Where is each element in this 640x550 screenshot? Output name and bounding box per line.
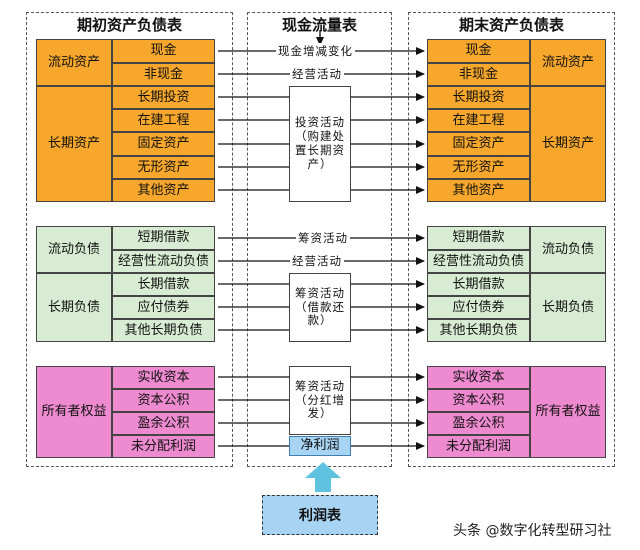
operating-activities-label: 经营活动 [290, 66, 344, 82]
opening-liability-bonds-payable: 应付债券 [112, 296, 215, 319]
closing-liability-bonds-payable: 应付债券 [427, 296, 530, 319]
closing-current-liabilities-group: 流动负债 [530, 226, 606, 273]
opening-asset-long-term-investment: 长期投资 [112, 86, 215, 109]
closing-equity-group: 所有者权益 [530, 366, 606, 458]
closing-liability-operating-current: 经营性流动负债 [427, 250, 530, 273]
opening-equity-retained-earnings: 未分配利润 [112, 435, 215, 458]
financing-operating-activities-label: 经营活动 [290, 253, 344, 269]
opening-longterm-liabilities-group: 长期负债 [36, 273, 112, 342]
income-statement-arrow [305, 462, 341, 492]
closing-balance-sheet-title: 期末资产负债表 [458, 16, 564, 34]
closing-asset-fixed-assets: 固定资产 [427, 132, 530, 156]
closing-asset-long-term-investment: 长期投资 [427, 86, 530, 109]
opening-equity-paid-in-capital: 实收资本 [112, 366, 215, 389]
opening-liability-operating-current: 经营性流动负债 [112, 250, 215, 273]
closing-equity-capital-reserve: 资本公积 [427, 389, 530, 412]
closing-balance-sheet-panel [408, 12, 615, 467]
cash-change-label: 现金增减变化 [276, 43, 355, 59]
investing-activities-box: 投资活动（购建处置长期资产） [289, 86, 351, 202]
opening-liability-short-term-loans: 短期借款 [112, 226, 215, 250]
opening-asset-other-assets: 其他资产 [112, 179, 215, 202]
closing-liability-long-term-loans: 长期借款 [427, 273, 530, 296]
closing-equity-paid-in-capital: 实收资本 [427, 366, 530, 389]
closing-liability-other-long-term: 其他长期负债 [427, 319, 530, 342]
net-profit-box: 净利润 [289, 436, 351, 456]
opening-asset-non-cash: 非现金 [112, 63, 215, 86]
financing-equity-activities-box: 筹资活动（分红增发） [289, 366, 351, 435]
opening-balance-sheet-title: 期初资产负债表 [76, 16, 182, 34]
closing-equity-surplus-reserve: 盈余公积 [427, 412, 530, 435]
closing-current-assets-group: 流动资产 [530, 39, 606, 86]
financing-activities-label: 筹资活动 [296, 230, 350, 246]
opening-longterm-assets-group: 长期资产 [36, 86, 112, 202]
opening-balance-sheet-panel [26, 12, 233, 467]
income-statement-box: 利润表 [262, 495, 378, 535]
closing-longterm-assets-group: 长期资产 [530, 86, 606, 202]
closing-asset-construction-in-progress: 在建工程 [427, 109, 530, 132]
opening-equity-capital-reserve: 资本公积 [112, 389, 215, 412]
opening-current-assets-group: 流动资产 [36, 39, 112, 86]
opening-asset-fixed-assets: 固定资产 [112, 132, 215, 156]
opening-liability-long-term-loans: 长期借款 [112, 273, 215, 296]
cash-flow-statement-title: 现金流量表 [281, 16, 357, 34]
opening-asset-construction-in-progress: 在建工程 [112, 109, 215, 132]
watermark: 头条 @数字化转型研习社 [453, 523, 612, 539]
opening-equity-group: 所有者权益 [36, 366, 112, 458]
financing-debt-activities-box: 筹资活动（借款还款） [289, 273, 351, 342]
opening-liability-other-long-term: 其他长期负债 [112, 319, 215, 342]
opening-current-liabilities-group: 流动负债 [36, 226, 112, 273]
opening-equity-surplus-reserve: 盈余公积 [112, 412, 215, 435]
opening-asset-cash: 现金 [112, 39, 215, 63]
closing-asset-cash: 现金 [427, 39, 530, 63]
closing-liability-short-term-loans: 短期借款 [427, 226, 530, 250]
opening-asset-intangible-assets: 无形资产 [112, 156, 215, 179]
closing-longterm-liabilities-group: 长期负债 [530, 273, 606, 342]
closing-asset-other-assets: 其他资产 [427, 179, 530, 202]
closing-asset-non-cash: 非现金 [427, 63, 530, 86]
closing-equity-retained-earnings: 未分配利润 [427, 435, 530, 458]
closing-asset-intangible-assets: 无形资产 [427, 156, 530, 179]
